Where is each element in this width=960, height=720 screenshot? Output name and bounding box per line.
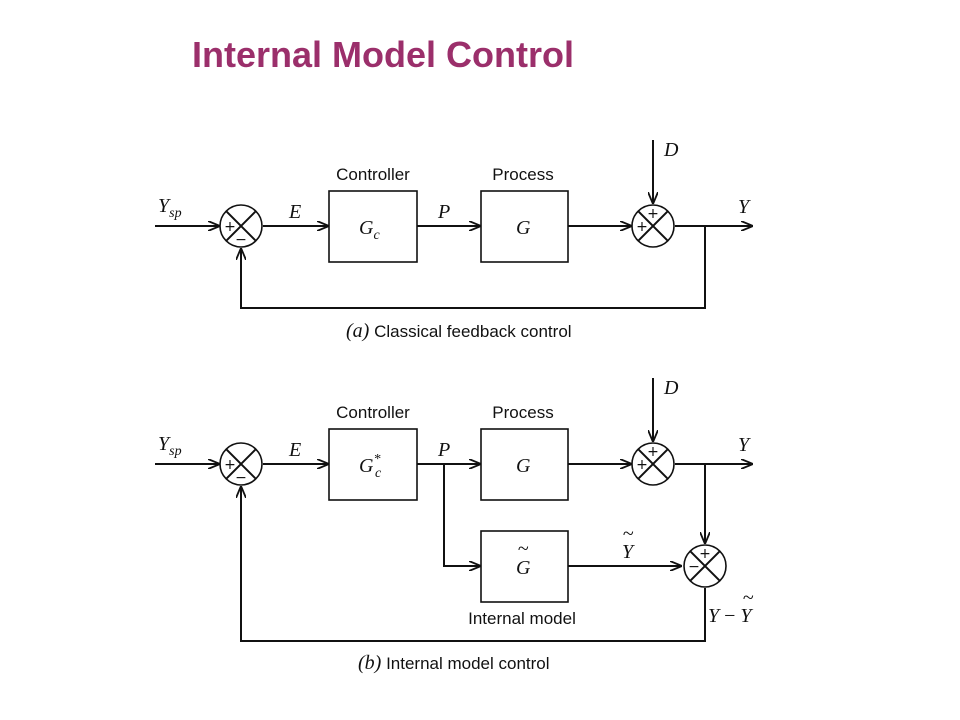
plus-sign: + [647,206,659,222]
minus-sign: − [235,232,247,248]
process-block-b [480,428,569,501]
plus-sign: + [224,457,236,473]
plus-sign: + [636,457,648,473]
process-symbol-b: G [516,455,531,477]
error-label-b: E [288,439,301,461]
summing-junction-a-output: + + [631,204,675,248]
minus-sign: − [688,559,700,575]
summing-junction-a-input: + − [219,204,263,248]
model-output-label-b: Y [622,541,635,563]
tilde-mark: ~ [743,587,754,609]
tilde-mark: ~ [623,523,634,545]
disturbance-label-b: D [663,377,679,399]
signal-p-label-a: P [437,201,450,223]
model-symbol-b: G [516,557,531,579]
controller-header-a: Controller [336,165,410,184]
controller-header-b: Controller [336,403,410,422]
process-header-a: Process [492,165,553,184]
controller-symbol-a: Gc [359,217,380,243]
plus-sign: + [699,546,711,562]
summing-junction-b-input: + − [219,442,263,486]
plus-sign: + [636,219,648,235]
feedback-path-b [241,487,706,642]
internal-model-block-b [480,530,569,603]
diagram-b: + − + + + − Controller Process Internal … [155,377,754,674]
error-label-a: E [288,201,301,223]
controller-symbol-b: G* [359,452,380,477]
plus-sign: + [224,219,236,235]
summing-junction-b-output: + + [631,442,675,486]
plus-sign: + [647,444,659,460]
difference-label-b: Y−Y [708,605,753,627]
diagram-a: + − + + Controller Process Gc G Ysp E P … [155,139,752,342]
signal-p-label-b: P [437,439,450,461]
disturbance-label-a: D [663,139,679,161]
setpoint-label-b: Ysp [158,433,182,459]
process-block-a [480,190,569,263]
process-header-b: Process [492,403,553,422]
minus-sign: − [235,470,247,486]
internal-model-header-b: Internal model [468,609,576,628]
tilde-mark: ~ [518,538,529,560]
slide-title: Internal Model Control [192,34,574,75]
setpoint-label-a: Ysp [158,195,182,221]
model-input-path-b [443,464,480,566]
feedback-path-a [241,226,706,309]
caption-b: (b) Internal model control [358,652,550,674]
output-label-a: Y [738,196,751,218]
caption-a: (a) Classical feedback control [346,320,572,342]
output-label-b: Y [738,434,751,456]
controller-block-a [328,190,418,263]
controller-subscript-b: c [375,466,382,481]
summing-junction-b-model: + − [683,544,727,588]
controller-block-b [328,428,418,501]
process-symbol-a: G [516,217,531,239]
